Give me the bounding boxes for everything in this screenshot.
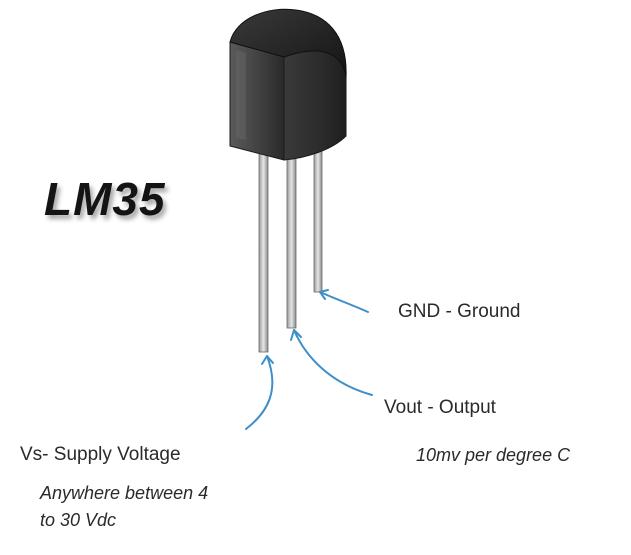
transistor-leads [258,141,323,353]
device-title: LM35 [44,173,166,225]
arrow-vs [245,355,274,430]
note-vout: 10mv per degree C [416,445,571,465]
pointer-arrows [245,289,373,430]
note-vs-line1: Anywhere between 4 [40,483,209,503]
arrow-gnd [319,291,369,313]
pin-label-vout: Vout - Output [384,397,496,418]
body-side [283,50,347,161]
lead-vs [258,149,269,353]
transistor-body [229,8,347,161]
note-vs-line2: to 30 Vdc [40,510,117,530]
lead-gnd [313,141,323,293]
body-top [229,8,347,79]
pin-label-gnd: GND - Ground [398,301,521,322]
arrow-vout [293,329,373,396]
lead-vout [286,145,297,329]
pin-label-vs: Vs- Supply Voltage [20,444,181,465]
